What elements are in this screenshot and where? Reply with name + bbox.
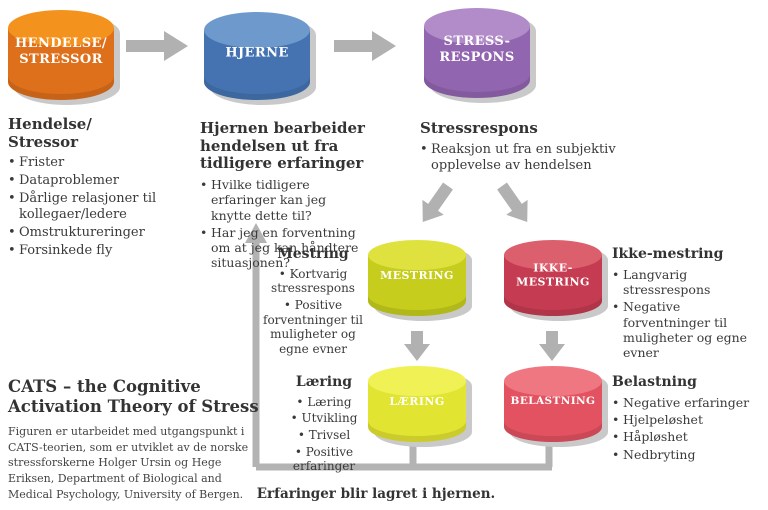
cylinder-top — [368, 366, 466, 396]
arrow-stressrespons-to-ikke-mestring-icon — [497, 182, 528, 223]
stressrespons-text-block: Stressrespons Reaksjon ut fra en subjekt… — [420, 119, 625, 175]
mestring-text-block: Mestring Kortvarig stressrespons Positiv… — [262, 246, 364, 359]
cats-description: Figuren er utarbeidet med utgangspunkt i… — [8, 425, 249, 501]
arrow-stressrespons-to-mestring-icon — [422, 182, 453, 223]
list-item: Nedbryting — [612, 447, 762, 463]
list-item: Hvilke tidligere erfaringer kan jeg knyt… — [200, 177, 366, 223]
list-item: Negative erfaringer — [612, 395, 762, 411]
cylinder-laering: LÆRING — [368, 366, 466, 442]
list-item: Positive erfaringer — [284, 445, 364, 474]
list-item: Positive forventninger til muligheter og… — [262, 298, 364, 357]
hjerne-bullet-list: Hvilke tidligere erfaringer kan jeg knyt… — [200, 177, 366, 271]
cylinder-top — [8, 10, 114, 46]
list-item: Reaksjon ut fra en subjektiv opplevelse … — [420, 142, 625, 174]
cylinder-label: MESTRING — [380, 269, 454, 283]
cylinder-label: BELASTNING — [510, 395, 596, 408]
cylinder-label: LÆRING — [389, 395, 445, 409]
cylinder-stressrespons: STRESS- RESPONS — [424, 8, 530, 98]
list-item: Trivsel — [284, 428, 364, 443]
ikke-mestring-bullet-list: Langvarig stressrespons Negative forvent… — [612, 267, 762, 361]
hjerne-heading: Hjernen bearbeider hendelsen ut fra tidl… — [200, 119, 365, 173]
list-item: Læring — [284, 395, 364, 410]
cylinder-hjerne: HJERNE — [204, 12, 310, 100]
cylinder-label: STRESS- RESPONS — [439, 34, 515, 66]
cylinder-ikke-mestring: IKKE- MESTRING — [504, 240, 602, 316]
cylinder-label: IKKE- MESTRING — [516, 262, 590, 289]
cylinder-top — [204, 12, 310, 48]
cylinder-top — [504, 366, 602, 396]
cylinder-belastning: BELASTNING — [504, 366, 602, 442]
laering-bullet-list: Læring Utvikling Trivsel Positive erfari… — [284, 395, 364, 474]
cylinder-top — [368, 240, 466, 270]
stressor-text-block: Hendelse/ Stressor Frister Dataproblemer… — [8, 115, 198, 261]
cats-footer-block: CATS – the Cognitive Activation Theory o… — [8, 377, 263, 502]
cylinder-mestring: MESTRING — [368, 240, 466, 316]
arrow-mestring-to-laering-icon — [404, 331, 430, 361]
cylinder-label: HENDELSE/ STRESSOR — [14, 36, 108, 68]
ikke-mestring-heading: Ikke-mestring — [612, 246, 724, 262]
stressrespons-heading: Stressrespons — [420, 119, 538, 137]
cylinder-top — [424, 8, 530, 44]
belastning-heading: Belastning — [612, 374, 697, 390]
stressor-bullet-list: Frister Dataproblemer Dårlige relasjoner… — [8, 155, 198, 258]
belastning-text-block: Belastning Negative erfaringer Hjelpeløs… — [612, 374, 762, 464]
list-item: Omstruktureringer — [8, 225, 198, 241]
hjerne-text-block: Hjernen bearbeider hendelsen ut fra tidl… — [200, 119, 366, 273]
ikke-mestring-text-block: Ikke-mestring Langvarig stressrespons Ne… — [612, 246, 762, 362]
cylinder-hendelse-stressor: HENDELSE/ STRESSOR — [8, 10, 114, 100]
list-item: Langvarig stressrespons — [612, 267, 762, 298]
laering-heading: Læring — [295, 374, 353, 390]
list-item: Dataproblemer — [8, 173, 198, 189]
list-item: Kortvarig stressrespons — [262, 267, 364, 296]
list-item: Dårlige relasjoner til kollegaer/ledere — [8, 191, 198, 223]
cats-title: CATS – the Cognitive Activation Theory o… — [8, 377, 259, 417]
stressrespons-bullet-list: Reaksjon ut fra en subjektiv opplevelse … — [420, 142, 625, 174]
list-item: Forsinkede fly — [8, 243, 198, 259]
belastning-bullet-list: Negative erfaringer Hjelpeløshet Håpløsh… — [612, 395, 762, 462]
arrow-stressor-to-hjerne-icon — [126, 31, 188, 61]
arrow-ikke-mestring-to-belastning-icon — [539, 331, 565, 361]
cylinder-label: HJERNE — [225, 45, 289, 61]
list-item: Utvikling — [284, 411, 364, 426]
laering-text-block: Læring Læring Utvikling Trivsel Positive… — [284, 374, 364, 476]
arrow-hjerne-to-stressrespons-icon — [334, 31, 396, 61]
feedback-caption: Erfaringer blir lagret i hjernen. — [256, 486, 496, 502]
list-item: Hjelpeløshet — [612, 412, 762, 428]
stressor-heading: Hendelse/ Stressor — [8, 115, 92, 151]
list-item: Negative forventninger til muligheter og… — [612, 299, 762, 360]
list-item: Håpløshet — [612, 429, 762, 445]
mestring-heading: Mestring — [277, 246, 349, 262]
list-item: Frister — [8, 155, 198, 171]
mestring-bullet-list: Kortvarig stressrespons Positive forvent… — [262, 267, 364, 357]
